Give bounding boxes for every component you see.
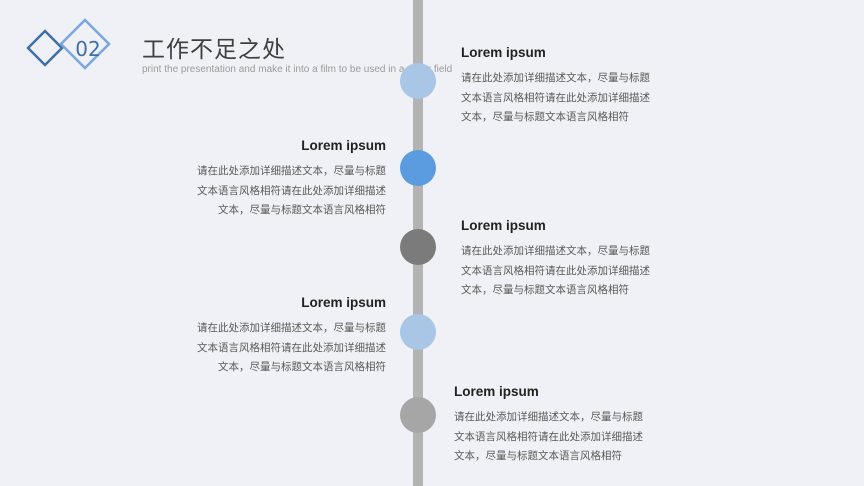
timeline-node [400,314,436,350]
diamond-outline-icon [26,18,111,70]
timeline-node [400,229,436,265]
timeline-item: Lorem ipsum 请在此处添加详细描述文本，尽量与标题 文本语言风格相符请… [186,295,386,378]
page-title: 工作不足之处 [142,37,286,63]
item-description: 请在此处添加详细描述文本，尽量与标题 文本语言风格相符请在此处添加详细描述 文本… [461,72,650,123]
page-subtitle: print the presentation and make it into … [142,64,453,75]
timeline-item: Lorem ipsum 请在此处添加详细描述文本，尽量与标题 文本语言风格相符请… [454,384,654,467]
item-heading: Lorem ipsum [454,384,539,399]
timeline-node [400,397,436,433]
badge-number: 02 [75,37,100,61]
item-heading: Lorem ipsum [301,138,386,153]
item-description: 请在此处添加详细描述文本，尽量与标题 文本语言风格相符请在此处添加详细描述 文本… [197,165,386,216]
timeline-node [400,63,436,99]
timeline-node [400,150,436,186]
item-heading: Lorem ipsum [301,295,386,310]
item-description: 请在此处添加详细描述文本，尽量与标题 文本语言风格相符请在此处添加详细描述 文本… [461,245,650,296]
section-badge: 02 [26,18,111,70]
timeline-item: Lorem ipsum 请在此处添加详细描述文本，尽量与标题 文本语言风格相符请… [186,138,386,221]
timeline-item: Lorem ipsum 请在此处添加详细描述文本，尽量与标题 文本语言风格相符请… [461,45,661,128]
item-heading: Lorem ipsum [461,45,546,60]
item-heading: Lorem ipsum [461,218,546,233]
item-description: 请在此处添加详细描述文本，尽量与标题 文本语言风格相符请在此处添加详细描述 文本… [197,322,386,373]
item-description: 请在此处添加详细描述文本，尽量与标题 文本语言风格相符请在此处添加详细描述 文本… [454,411,643,462]
timeline-item: Lorem ipsum 请在此处添加详细描述文本，尽量与标题 文本语言风格相符请… [461,218,661,301]
